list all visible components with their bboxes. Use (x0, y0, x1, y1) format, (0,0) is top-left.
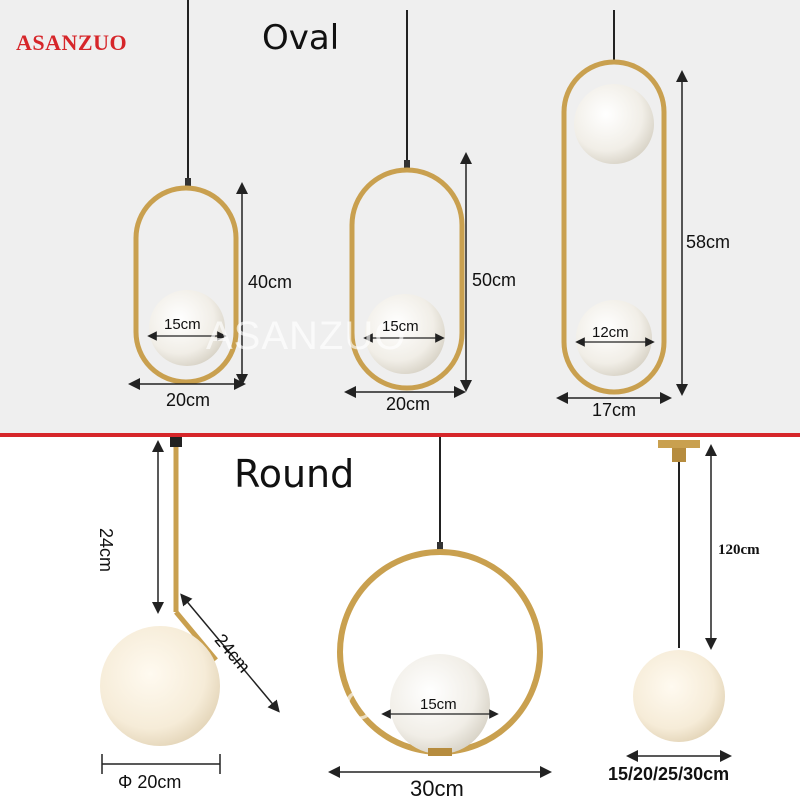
round-1-ball-label: Φ 20cm (118, 772, 182, 792)
oval-3-ball-label: 12cm (592, 324, 629, 341)
oval-title: Oval (262, 18, 340, 58)
oval-lamp-2 (344, 10, 472, 398)
watermark: AUO (286, 684, 376, 728)
oval-2-ball-label: 15cm (382, 318, 419, 335)
round-1-vertical-label: 24cm (96, 528, 116, 573)
round-lamp-2 (328, 437, 552, 778)
oval-2-height-label: 50cm (472, 270, 517, 290)
oval-3-height-label: 58cm (686, 232, 731, 252)
section-divider (0, 433, 800, 437)
oval-1-height-label: 40cm (248, 272, 293, 292)
oval-1-width-label: 20cm (166, 390, 211, 410)
oval-1-ball-label: 15cm (164, 316, 201, 333)
oval-lamp-3 (556, 10, 688, 404)
brand-logo: ASANZUO (16, 30, 128, 55)
round-2-width-label: 30cm (410, 776, 464, 801)
oval-3-width-label: 17cm (592, 400, 637, 420)
round-lamp-1 (100, 437, 280, 774)
round-lamp-3 (626, 440, 732, 762)
oval-2-width-label: 20cm (386, 394, 431, 414)
oval-lamp-1 (128, 0, 248, 390)
round-3-sizes-label: 15/20/25/30cm (608, 764, 730, 784)
round-3-cord-label: 120cm (718, 542, 760, 558)
round-title: Round (234, 452, 355, 496)
watermark: ASANZUO (206, 314, 407, 358)
round-2-ball-label: 15cm (420, 696, 457, 713)
